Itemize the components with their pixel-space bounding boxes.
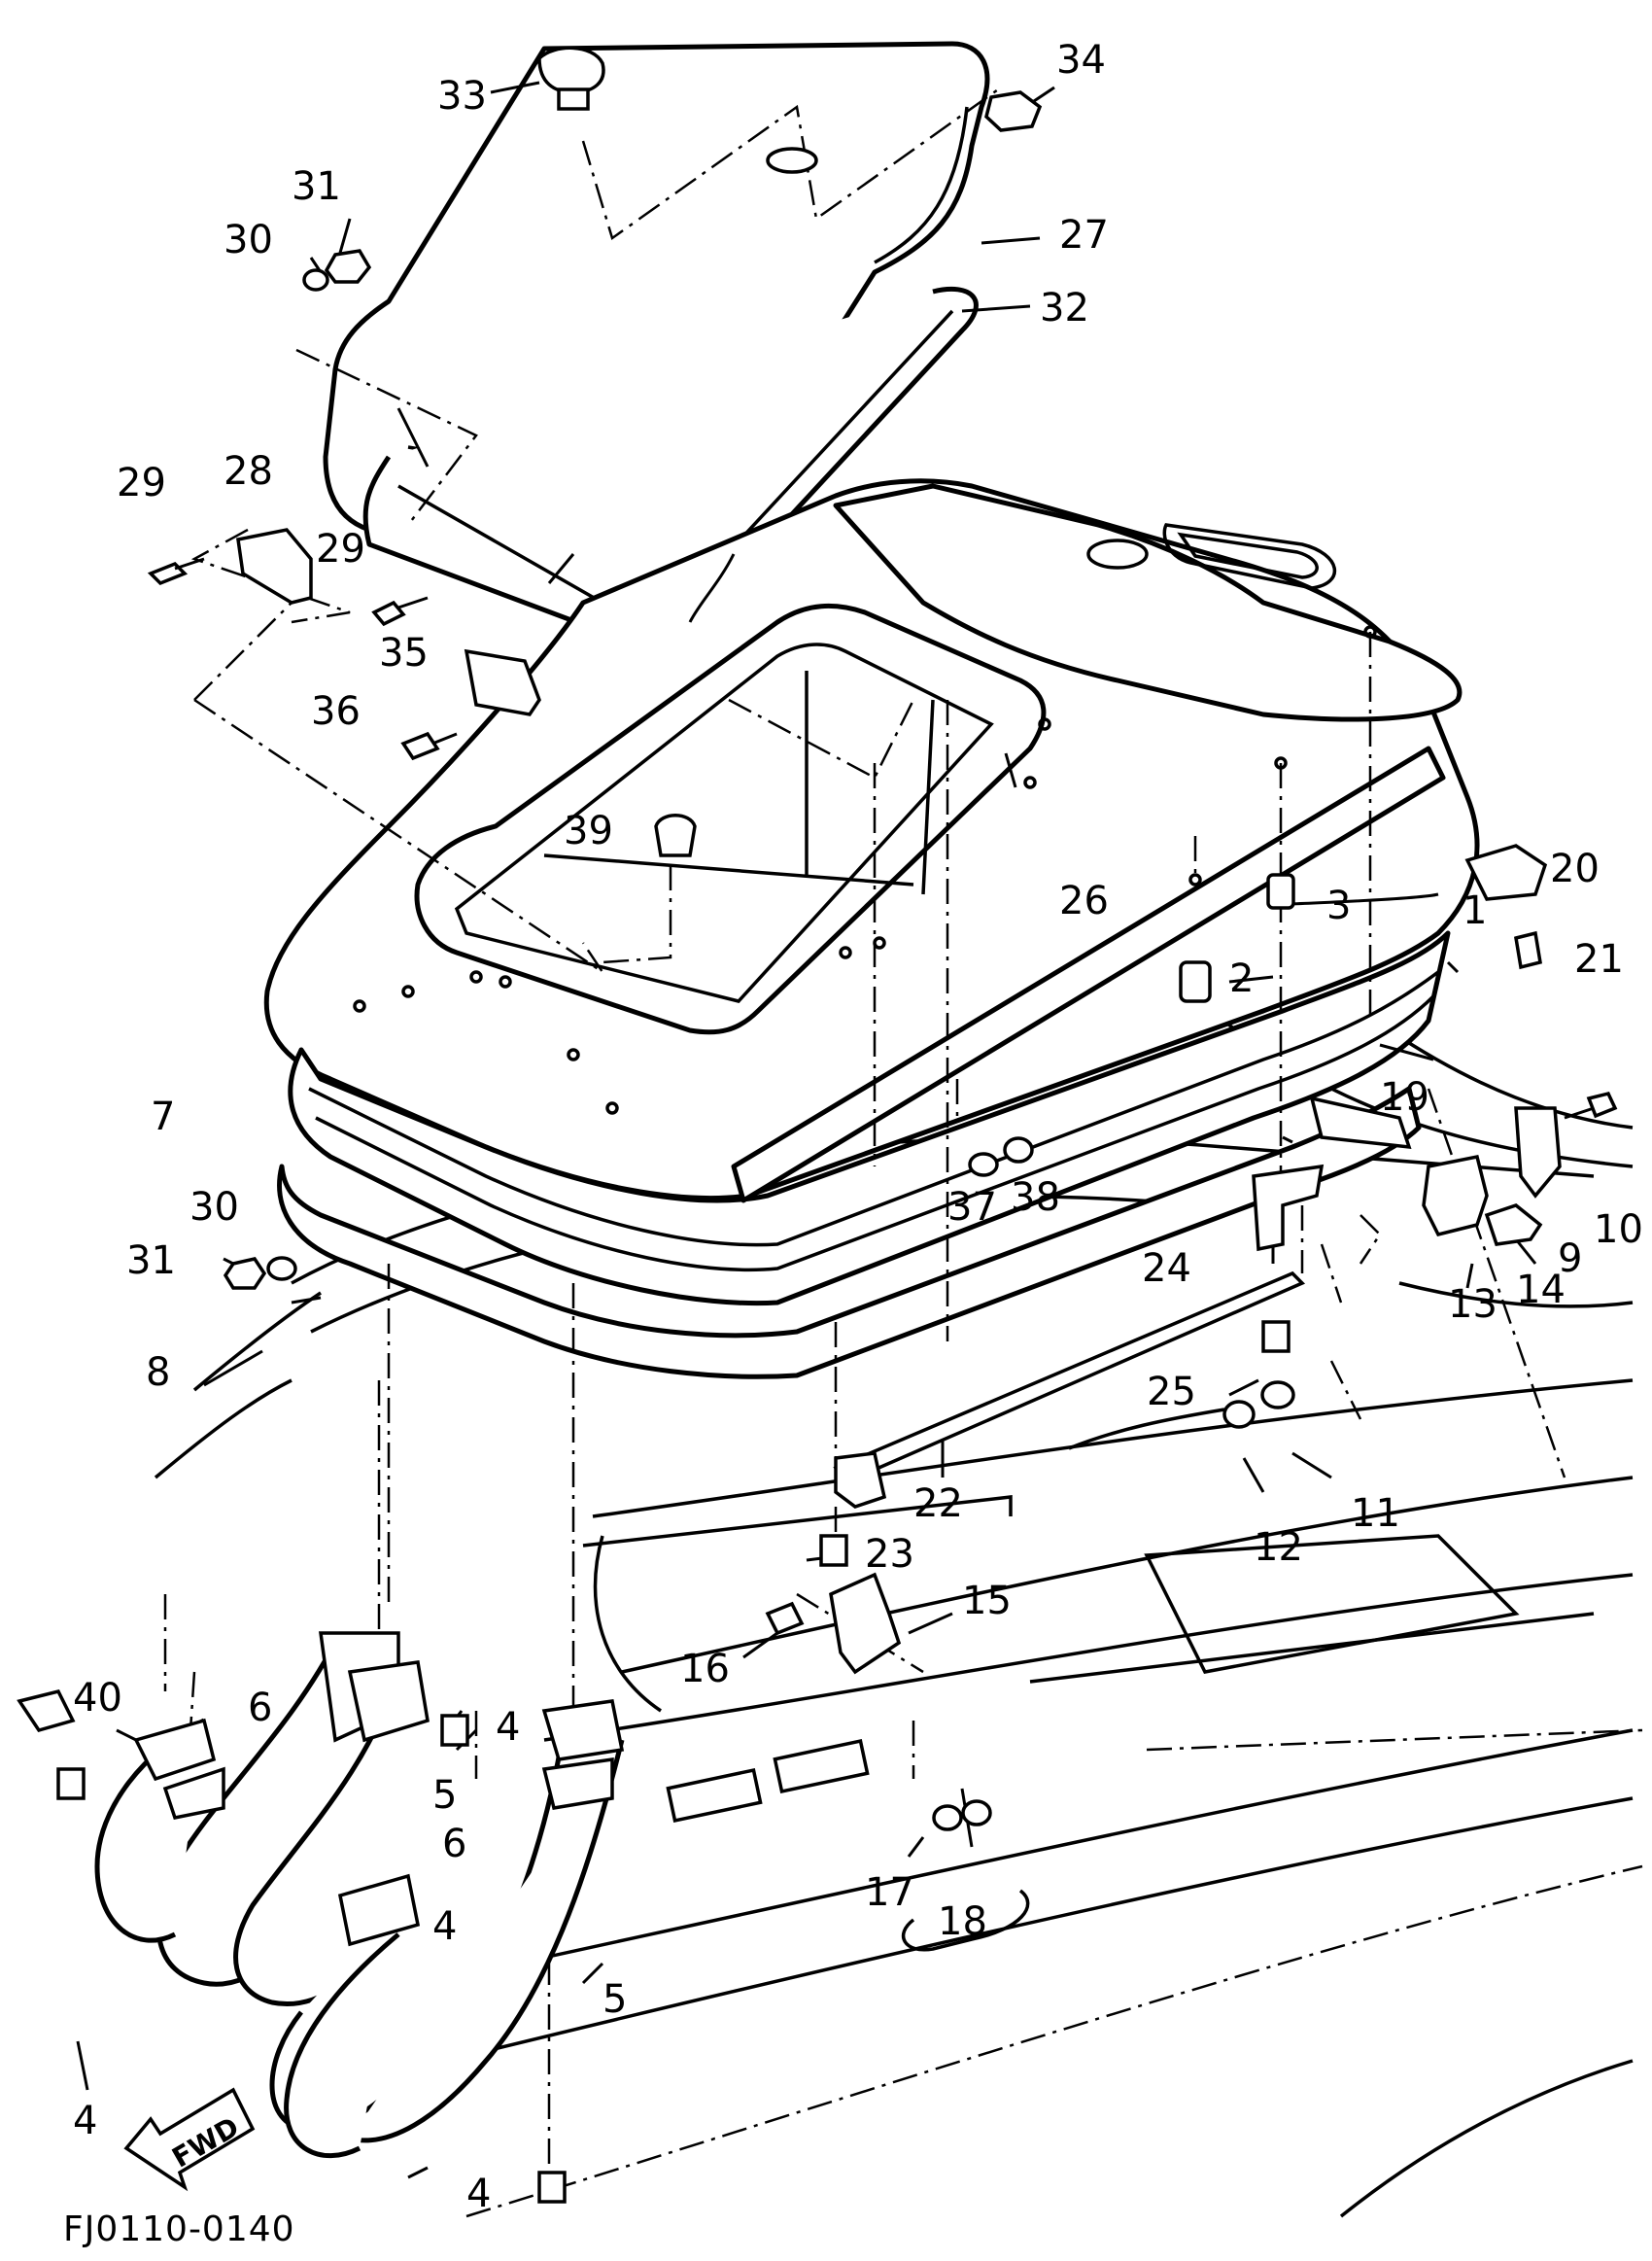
callout-2: 2: [1229, 957, 1254, 1001]
callout-36: 36: [311, 689, 361, 734]
callout-17: 17: [865, 1870, 914, 1915]
callout-labels: 33 34 31 30 27 32 29 28 29 35 36 39 26 2…: [73, 38, 1643, 2216]
callout-30: 30: [224, 218, 273, 262]
callout-38: 38: [1011, 1175, 1060, 1220]
callout-8: 8: [146, 1350, 170, 1395]
callout-23: 23: [865, 1532, 914, 1577]
callout-12: 12: [1254, 1525, 1303, 1570]
callout-20: 20: [1550, 847, 1600, 891]
callout-4: 4: [73, 2099, 97, 2143]
callout-9: 9: [1558, 1236, 1582, 1281]
callout-31: 31: [292, 164, 341, 209]
callout-25: 25: [1147, 1370, 1196, 1414]
callout-40: 40: [73, 1676, 122, 1721]
fwd-direction-arrow: FWD: [123, 2087, 256, 2192]
callout-3: 3: [1326, 884, 1351, 928]
callout-31: 31: [126, 1238, 176, 1283]
callout-35: 35: [379, 631, 429, 676]
callout-19: 19: [1380, 1075, 1429, 1120]
callout-7: 7: [151, 1095, 175, 1139]
callout-4: 4: [496, 1705, 520, 1750]
small-parts: [17, 46, 1618, 2204]
callout-27: 27: [1059, 213, 1109, 258]
callout-29: 29: [316, 527, 365, 572]
callout-33: 33: [437, 74, 487, 119]
callout-15: 15: [962, 1579, 1012, 1623]
callout-18: 18: [938, 1899, 987, 1944]
callout-10: 10: [1594, 1207, 1643, 1252]
callout-1: 1: [1463, 888, 1487, 933]
callout-21: 21: [1574, 937, 1624, 982]
callout-14: 14: [1516, 1268, 1566, 1312]
drawing-code: FJ0110-0140: [63, 2209, 295, 2249]
callout-4: 4: [466, 2172, 491, 2216]
callout-26: 26: [1059, 879, 1109, 923]
engine-cover-26: [263, 478, 1480, 1379]
callout-6: 6: [442, 1822, 466, 1866]
callout-39: 39: [564, 809, 613, 853]
callout-24: 24: [1142, 1246, 1191, 1291]
callout-30: 30: [189, 1185, 239, 1230]
callout-11: 11: [1351, 1491, 1400, 1536]
callout-32: 32: [1040, 286, 1089, 330]
callout-6: 6: [248, 1686, 272, 1730]
callout-5: 5: [602, 1977, 627, 2022]
handle-grips: [94, 1631, 625, 2159]
hull-deck-outline: [154, 970, 1643, 2218]
callout-34: 34: [1056, 38, 1106, 83]
callout-29: 29: [117, 461, 166, 505]
callout-16: 16: [680, 1647, 730, 1691]
callout-5: 5: [432, 1773, 457, 1818]
callout-37: 37: [947, 1185, 997, 1230]
callout-28: 28: [224, 449, 273, 494]
callout-22: 22: [913, 1481, 963, 1526]
callout-4: 4: [432, 1904, 457, 1949]
callout-13: 13: [1448, 1282, 1497, 1327]
